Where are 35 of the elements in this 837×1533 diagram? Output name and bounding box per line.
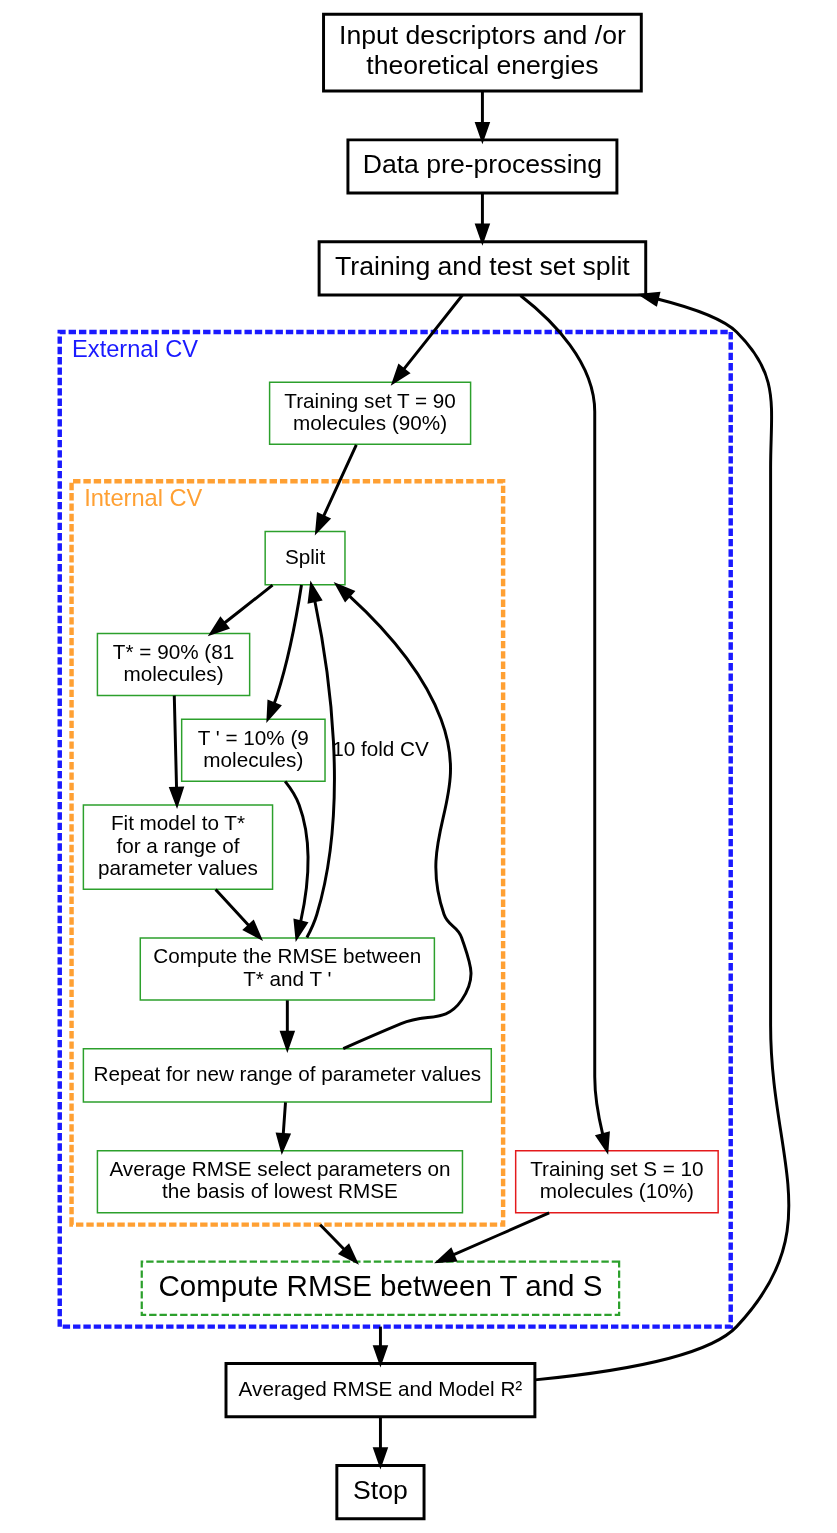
arrow: [474, 91, 491, 145]
arrow: [266, 584, 303, 723]
node-box: Averaged RMSE and Model R²: [224, 1362, 537, 1419]
node-box: Data pre-processing: [346, 138, 619, 195]
node-box: Training set T = 90 molecules (90%): [268, 381, 472, 446]
node-box: Stop: [335, 1464, 426, 1521]
node-box: Fit model to T* for a range of parameter values: [82, 804, 274, 890]
arrow: [275, 1102, 292, 1156]
edge-label: 10 fold CV: [332, 736, 429, 760]
arrow: [534, 291, 791, 1382]
arrow: [333, 582, 473, 1050]
arrow: [279, 1000, 296, 1054]
node-box: Training and test set split: [317, 240, 648, 297]
node-box: Repeat for new range of parameter values: [82, 1048, 493, 1103]
arrow: [434, 1211, 550, 1264]
node-box: Split: [264, 530, 346, 586]
arrow: [319, 1223, 359, 1265]
node-box: Average RMSE select parameters on the basis of lowest RMSE: [96, 1150, 464, 1214]
arrow: [314, 444, 358, 536]
arrow: [474, 193, 491, 246]
arrow: [207, 584, 274, 637]
arrow: [214, 888, 264, 942]
arrow: [372, 1326, 389, 1368]
node-box: Training set S = 10 molecules (10%): [514, 1150, 719, 1214]
node-box: T ' = 10% (9 molecules): [180, 718, 326, 782]
node-box: Input descriptors and /or theoretical energies: [322, 12, 643, 93]
arrow: [283, 780, 310, 943]
node-box: T* = 90% (81 molecules): [96, 632, 251, 697]
node-box: Compute RMSE between T and S: [140, 1260, 621, 1316]
arrow: [519, 294, 610, 1155]
arrow: [390, 294, 464, 386]
arrow: [372, 1417, 389, 1470]
arrow: [305, 580, 336, 939]
arrow: [168, 695, 185, 809]
node-box: Compute the RMSE between T* and T ': [139, 937, 436, 1001]
